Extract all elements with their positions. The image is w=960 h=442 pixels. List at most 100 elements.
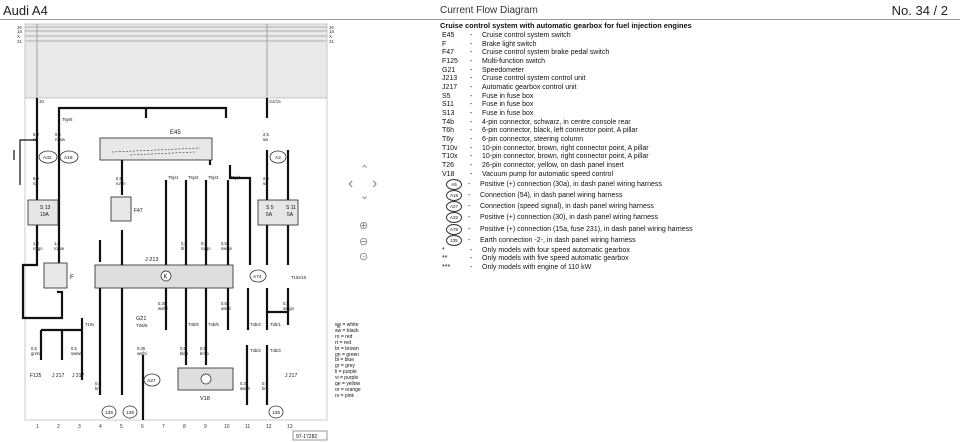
- t26-label: T26/6: [136, 323, 148, 328]
- pan-right-icon[interactable]: ›: [372, 175, 378, 192]
- connector-label: T6y/6: [62, 117, 73, 122]
- diagram-navigation: ⌃ ‹ › ⌄ ⊕ ⊖ ⊙: [340, 164, 390, 265]
- legend-dash: -: [470, 49, 473, 57]
- legend-dash: -: [468, 180, 471, 188]
- a27-connection-circle: [143, 373, 161, 387]
- legend-row: J217-Automatic gearbox control unit: [440, 83, 760, 92]
- fuse-s13[interactable]: S 13 10A: [27, 199, 59, 226]
- g21-label: G21: [136, 316, 146, 322]
- track-number: 10: [224, 424, 230, 430]
- wire-color: sw/ws: [71, 351, 82, 356]
- legend-circle-symbol: A5: [446, 178, 462, 190]
- legend-row: **-Only models with five speed automatic…: [440, 255, 760, 264]
- color-key-item: br = brown: [335, 345, 359, 352]
- legend-circle-symbol: A32: [446, 212, 462, 224]
- switch-f[interactable]: F: [43, 262, 74, 289]
- legend-row: F125-Multi-function switch: [440, 57, 760, 66]
- earth-135-label: 135: [126, 410, 134, 416]
- legend-code: F47: [442, 49, 455, 57]
- track-number: 9: [204, 424, 207, 430]
- a18-connection-circle: [59, 150, 79, 164]
- wire-color: ro/gn: [33, 246, 43, 251]
- s11-rating: 5A: [287, 212, 294, 218]
- legend-code-wrap: A18: [440, 189, 468, 201]
- zoom-fit-icon[interactable]: ⊙: [359, 251, 369, 263]
- a74-connection-circle: [249, 269, 267, 283]
- wire-gauge: 0,5: [283, 301, 289, 306]
- control-unit-j213[interactable]: J 213 K: [94, 257, 234, 289]
- connector-label: T6y/3: [208, 175, 219, 180]
- legend-text: Positive (+) connection (30a), in dash p…: [480, 180, 662, 188]
- wire-gauge: 1,0: [33, 241, 39, 246]
- zoom-in-icon[interactable]: ⊕: [359, 220, 369, 232]
- connector-label: T4b/4: [250, 322, 261, 327]
- wire-color: ws/bl: [137, 351, 147, 356]
- earth-135-circle: [101, 405, 117, 419]
- fuse-s5-s11[interactable]: S 5 5A S 11 5A: [257, 199, 299, 226]
- car-model-title: Audi A4: [3, 3, 48, 18]
- pan-down-icon[interactable]: ⌄: [360, 190, 370, 202]
- legend-code: F125: [442, 57, 458, 65]
- legend-code: F: [442, 40, 447, 48]
- legend-dash: -: [470, 136, 473, 144]
- earth-135-label: 135: [105, 410, 113, 416]
- s5-label: S 5: [266, 205, 274, 211]
- zoom-out-icon[interactable]: ⊖: [359, 236, 369, 248]
- legend-text: 4-pin connector, schwarz, in centre cons…: [482, 118, 631, 126]
- legend-text: Positive (+) connection (15a, fuse 231),…: [480, 225, 693, 233]
- legend-text: Connection (speed signal), in dash panel…: [480, 203, 654, 211]
- track-number: 6: [141, 424, 144, 430]
- legend-row: A32-Positive (+) connection (30), in das…: [440, 212, 760, 224]
- legend-code: T6y: [442, 136, 454, 144]
- wire-color: sw/gn: [283, 306, 295, 311]
- vacuum-pump-v18[interactable]: V18: [177, 367, 234, 402]
- j217-label: J 217: [52, 373, 64, 379]
- wire-color: ro/gn: [116, 181, 126, 186]
- rail-label: 31: [17, 39, 23, 44]
- legend-circle-symbol: A78: [446, 223, 462, 235]
- legend-code: J217: [442, 83, 458, 91]
- pan-left-icon[interactable]: ‹: [348, 175, 354, 192]
- color-key-item: rt = red: [335, 339, 351, 346]
- legend-text: Fuse in fuse box: [482, 110, 534, 118]
- wire-gauge: 0,5: [181, 241, 187, 246]
- legend-dash: -: [470, 101, 473, 109]
- wire-color: ro/sw: [54, 246, 65, 251]
- wiring-diagram[interactable]: 30 15 X 31 30 15 X 31 30 S3/15: [0, 0, 340, 442]
- legend-row: S13-Fuse in fuse box: [440, 109, 760, 118]
- switch-f47[interactable]: F47: [110, 196, 143, 222]
- legend-row: J213-Cruise control system control unit: [440, 74, 760, 83]
- legend-text: Cruise control system brake pedal switch: [482, 49, 610, 57]
- legend-row: A27-Connection (speed signal), in dash p…: [440, 201, 760, 213]
- rail-lines: [25, 26, 327, 42]
- legend-dash: -: [470, 144, 473, 152]
- legend-dash: -: [470, 92, 473, 100]
- switch-e45[interactable]: E45: [99, 130, 213, 161]
- legend-code: ***: [442, 264, 451, 272]
- wire-color: bl: [181, 246, 184, 251]
- legend-code-wrap: A32: [440, 212, 468, 224]
- legend-dash: -: [468, 203, 471, 211]
- legend-code: **: [442, 255, 448, 263]
- legend-circle-symbol: 135: [446, 234, 462, 246]
- legend-code-wrap: 135: [440, 234, 468, 246]
- legend-dash: -: [470, 162, 473, 170]
- legend-row: T4b-4-pin connector, schwarz, in centre …: [440, 118, 760, 127]
- legend-text: Multi-function switch: [482, 57, 546, 65]
- f47-label: F47: [134, 208, 143, 214]
- connector-label: T4b/8: [208, 322, 219, 327]
- track-number: 5: [120, 424, 123, 430]
- diagram-reference-number: 97-17282: [296, 434, 317, 440]
- pan-up-icon[interactable]: ⌃: [360, 164, 370, 176]
- legend-dash: -: [470, 40, 473, 48]
- s11-label: S 11: [286, 205, 296, 211]
- legend-code: S11: [442, 101, 454, 109]
- legend-text: 10-pin connector, brown, right connector…: [482, 144, 649, 152]
- wire-gauge: 0,5: [200, 346, 206, 351]
- legend-row: F47 - Cruise control system brake pedal sw…: [440, 48, 760, 57]
- legend-text: Brake light switch: [482, 40, 537, 48]
- wire-gauge: 6,0: [33, 176, 39, 181]
- wire-color-key-list: ws = white sw = black ro = red rt = red …: [335, 322, 361, 400]
- legend-row: T10v-10-pin connector, brown, right conn…: [440, 144, 760, 153]
